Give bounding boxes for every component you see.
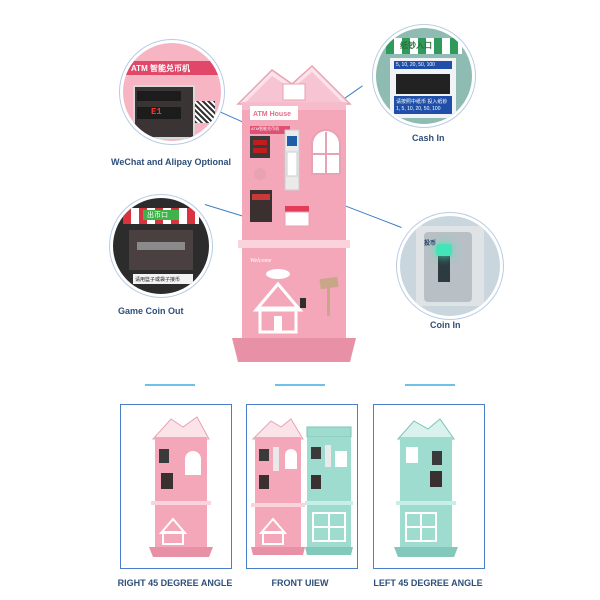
wechat-alipay-label: WeChat and Alipay Optional [111, 157, 232, 167]
accent-bar-2 [275, 384, 325, 386]
view-panel-right-45 [120, 404, 232, 569]
caption-left-45: LEFT 45 DEGREE ANGLE [373, 578, 483, 588]
view-panel-left-45 [373, 404, 485, 569]
wechat-alipay-detail-circle: ATM 智能兑币机 E1 [120, 40, 224, 144]
cash-denominations-bottom: 1, 5, 10, 20, 50, 100 [396, 106, 441, 112]
view-panel-front [246, 404, 358, 569]
cash-denominations-top: 5, 10, 20, 50, 100 [396, 62, 435, 68]
right-45-machine-image [149, 416, 213, 557]
front-marquee-text: ATM智能兑币机 [251, 126, 280, 131]
coin-out-sign-text: 出币口 [147, 212, 168, 219]
brand-sign-text: ATM House [253, 111, 291, 118]
coin-out-instruction-text: 请用篮子或袋子接币 [135, 277, 181, 283]
cash-in-detail-circle: 纸钞入口 5, 10, 20, 50, 100 请按照中纸币 投入纸钞 1, 5… [373, 25, 475, 127]
main-machine-image: ATM House Welcome [232, 64, 356, 362]
accent-bar-1 [145, 384, 195, 386]
welcome-text: Welcome [250, 258, 272, 264]
accent-bar-3 [405, 384, 455, 386]
caption-right-45: RIGHT 45 DEGREE ANGLE [117, 578, 233, 588]
caption-front: FRONT UIEW [271, 578, 329, 588]
coin-in-label: Coin In [430, 320, 461, 330]
qr-code [195, 101, 215, 123]
cash-sign-text: 纸钞入口 [400, 41, 432, 50]
wechat-marquee-text: ATM 智能兑币机 [131, 64, 190, 73]
game-coin-out-detail-circle: 出币口 请用篮子或袋子接币 [110, 195, 212, 297]
coin-in-sticker-text: 投币 [424, 241, 437, 247]
coin-in-detail-circle: 投币 [397, 213, 503, 319]
cash-in-label: Cash In [412, 133, 445, 143]
cash-instruction-text: 请按照中纸币 投入纸钞 [396, 99, 448, 105]
front-view-machines-image [251, 418, 353, 555]
game-coin-out-label: Game Coin Out [118, 306, 184, 316]
display-code-text: E1 [151, 107, 162, 117]
left-45-machine-image [394, 418, 458, 557]
